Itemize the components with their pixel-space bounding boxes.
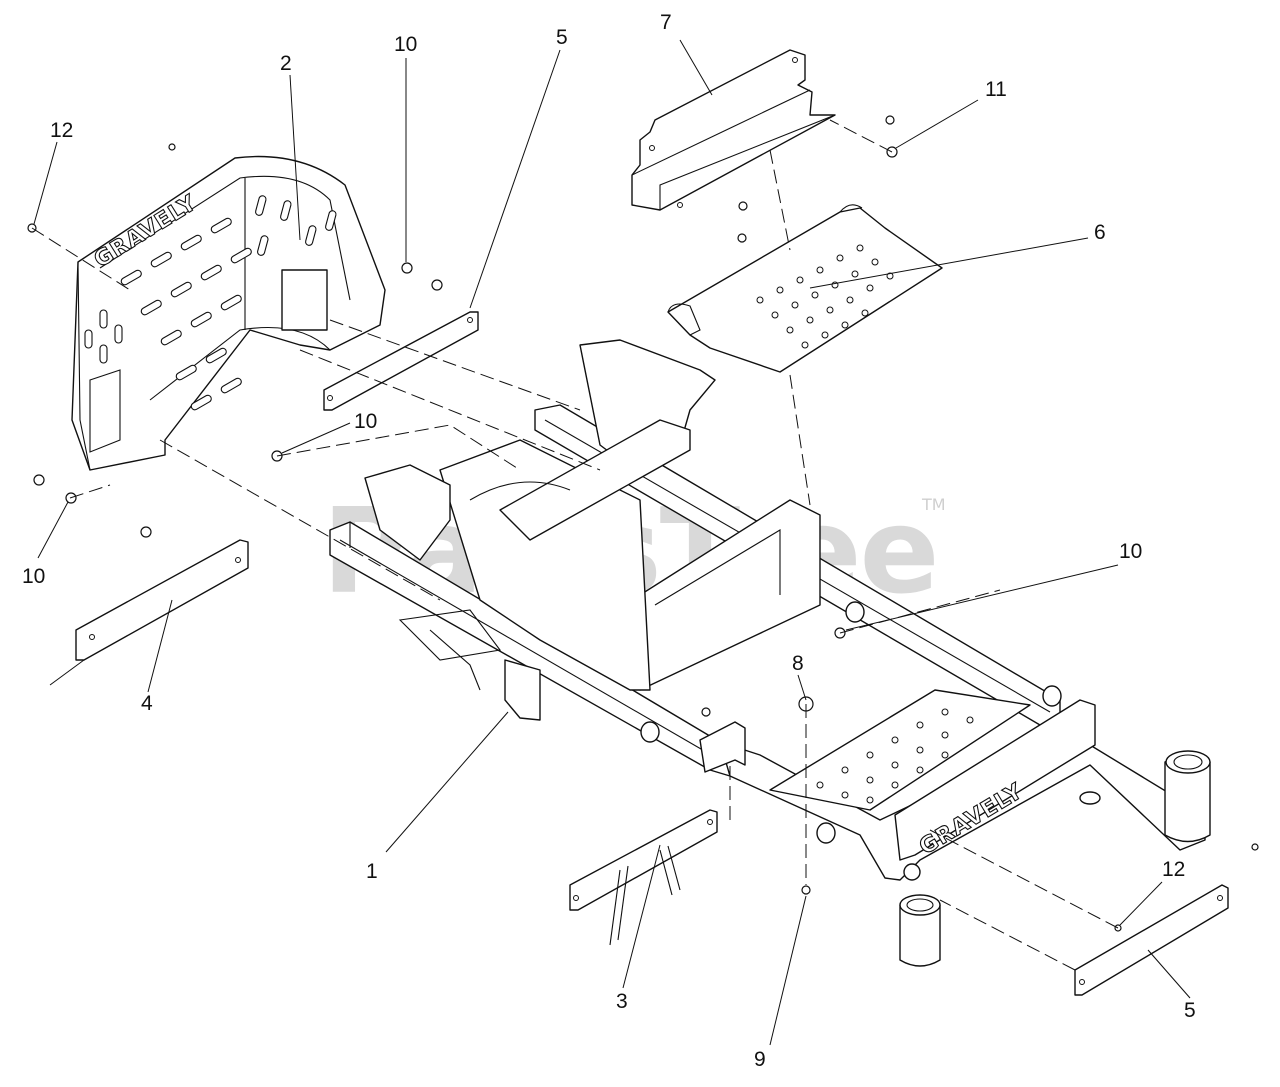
fasteners — [27, 115, 1259, 932]
callout-4[interactable]: 4 — [141, 692, 153, 715]
assembly-lines — [31, 119, 1119, 971]
part-3-bracket[interactable] — [569, 809, 718, 946]
callout-9[interactable]: 9 — [754, 1048, 766, 1071]
callout-12[interactable]: 12 — [50, 119, 73, 142]
frame-deck-holes — [816, 708, 974, 804]
nut-9 — [801, 885, 811, 895]
part-5-strip-upper[interactable] — [323, 311, 479, 411]
callout-10[interactable]: 10 — [394, 33, 417, 56]
callout-3[interactable]: 3 — [616, 990, 628, 1013]
foot-plate-holes — [756, 244, 894, 349]
callouts: 12 2 10 5 7 11 6 10 10 10 4 8 1 3 12 5 9 — [22, 11, 1196, 1071]
callout-10[interactable]: 10 — [354, 410, 377, 433]
callout-7[interactable]: 7 — [660, 11, 672, 34]
part-2-seat-pan[interactable]: GRAVELY — [71, 155, 386, 471]
part-4-strip[interactable] — [49, 539, 249, 686]
part-5-strip-lower[interactable] — [1074, 884, 1229, 996]
callout-10[interactable]: 10 — [22, 565, 45, 588]
callout-5[interactable]: 5 — [556, 26, 568, 49]
callout-8[interactable]: 8 — [792, 652, 804, 675]
callout-5[interactable]: 5 — [1184, 999, 1196, 1022]
callout-12[interactable]: 12 — [1162, 858, 1185, 881]
seat-pan-slots — [84, 195, 337, 411]
bolt-10-upper — [401, 262, 413, 274]
watermark-trademark: TM — [921, 495, 946, 514]
callout-10[interactable]: 10 — [1119, 540, 1142, 563]
part-1-main-frame[interactable]: GRAVELY — [329, 339, 1211, 967]
leader-lines — [33, 39, 1191, 1046]
bolt-12-left — [27, 223, 37, 233]
callout-2[interactable]: 2 — [280, 52, 292, 75]
part-7-upper-bracket[interactable] — [631, 49, 836, 211]
part-6-foot-plate[interactable] — [667, 204, 943, 373]
callout-11[interactable]: 11 — [985, 78, 1007, 101]
callout-1[interactable]: 1 — [366, 860, 378, 883]
callout-6[interactable]: 6 — [1094, 221, 1106, 244]
